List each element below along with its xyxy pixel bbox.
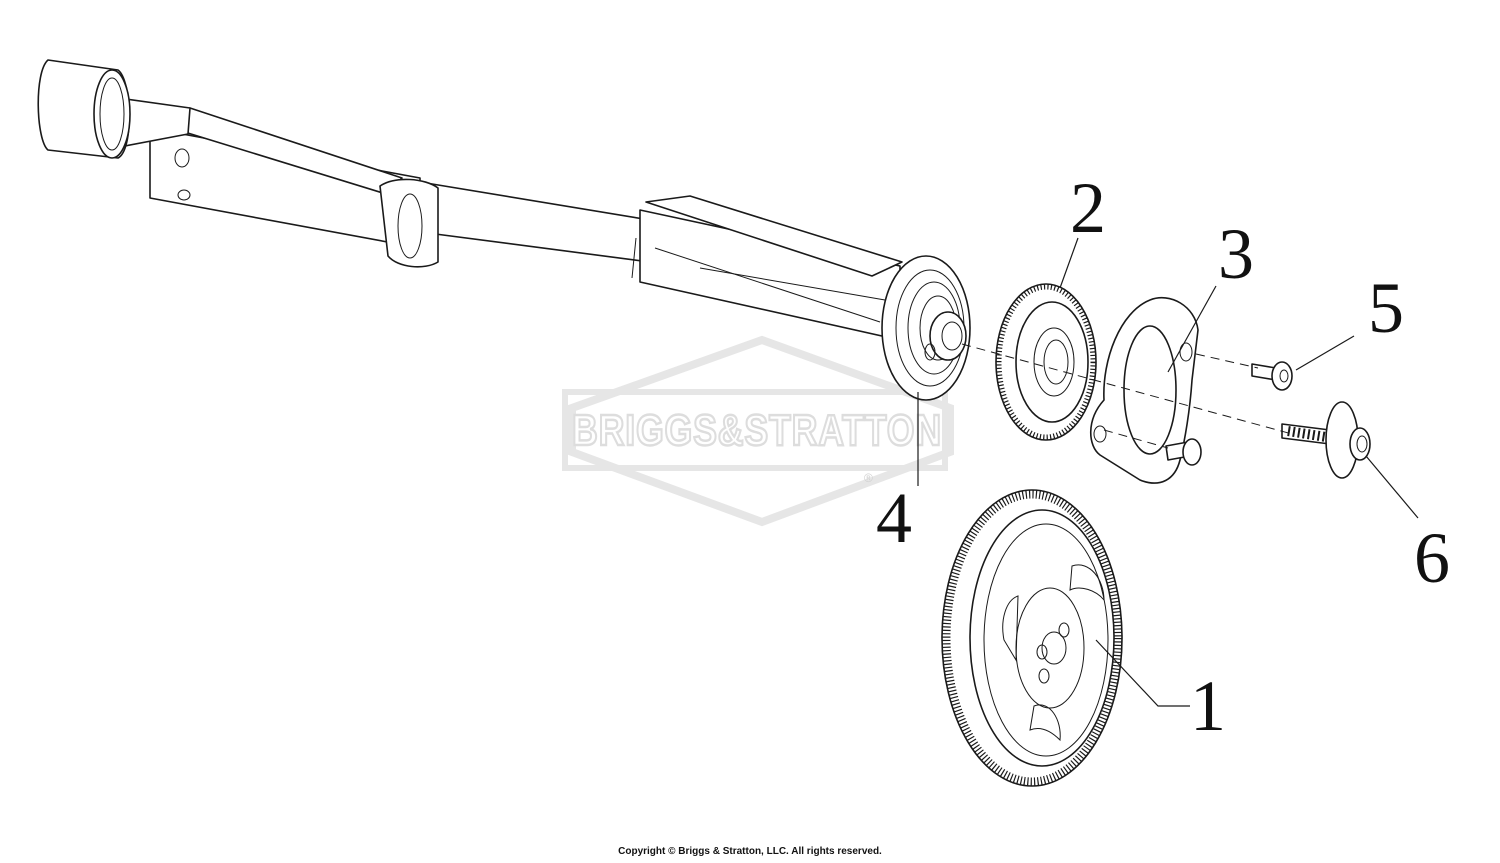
callout-5: 5: [1368, 268, 1404, 348]
callout-1: 1: [1190, 666, 1226, 746]
copyright-notice: Copyright © Briggs & Stratton, LLC. All …: [618, 846, 882, 857]
watermark-brand: BRIGGS&STRATTON: [572, 406, 942, 455]
callout-2: 2: [1070, 168, 1106, 248]
callout-3: 3: [1218, 214, 1254, 294]
flange-bolt-icon: [1281, 401, 1371, 479]
large-gear-icon: [941, 489, 1123, 787]
brand-watermark: BRIGGS&STRATTON ®: [562, 335, 954, 527]
assembly-axis-lines: [961, 343, 1293, 449]
shaft-end-bearing-icon: [881, 255, 971, 401]
shaft-assembly-icon: [37, 59, 903, 341]
callout-4: 4: [876, 478, 912, 558]
watermark-registered-mark: ®: [864, 471, 873, 485]
leader-lines: [917, 237, 1419, 707]
retainer-plate-icon: [1090, 296, 1199, 484]
callout-6: 6: [1414, 518, 1450, 598]
small-gear-icon: [995, 283, 1097, 441]
